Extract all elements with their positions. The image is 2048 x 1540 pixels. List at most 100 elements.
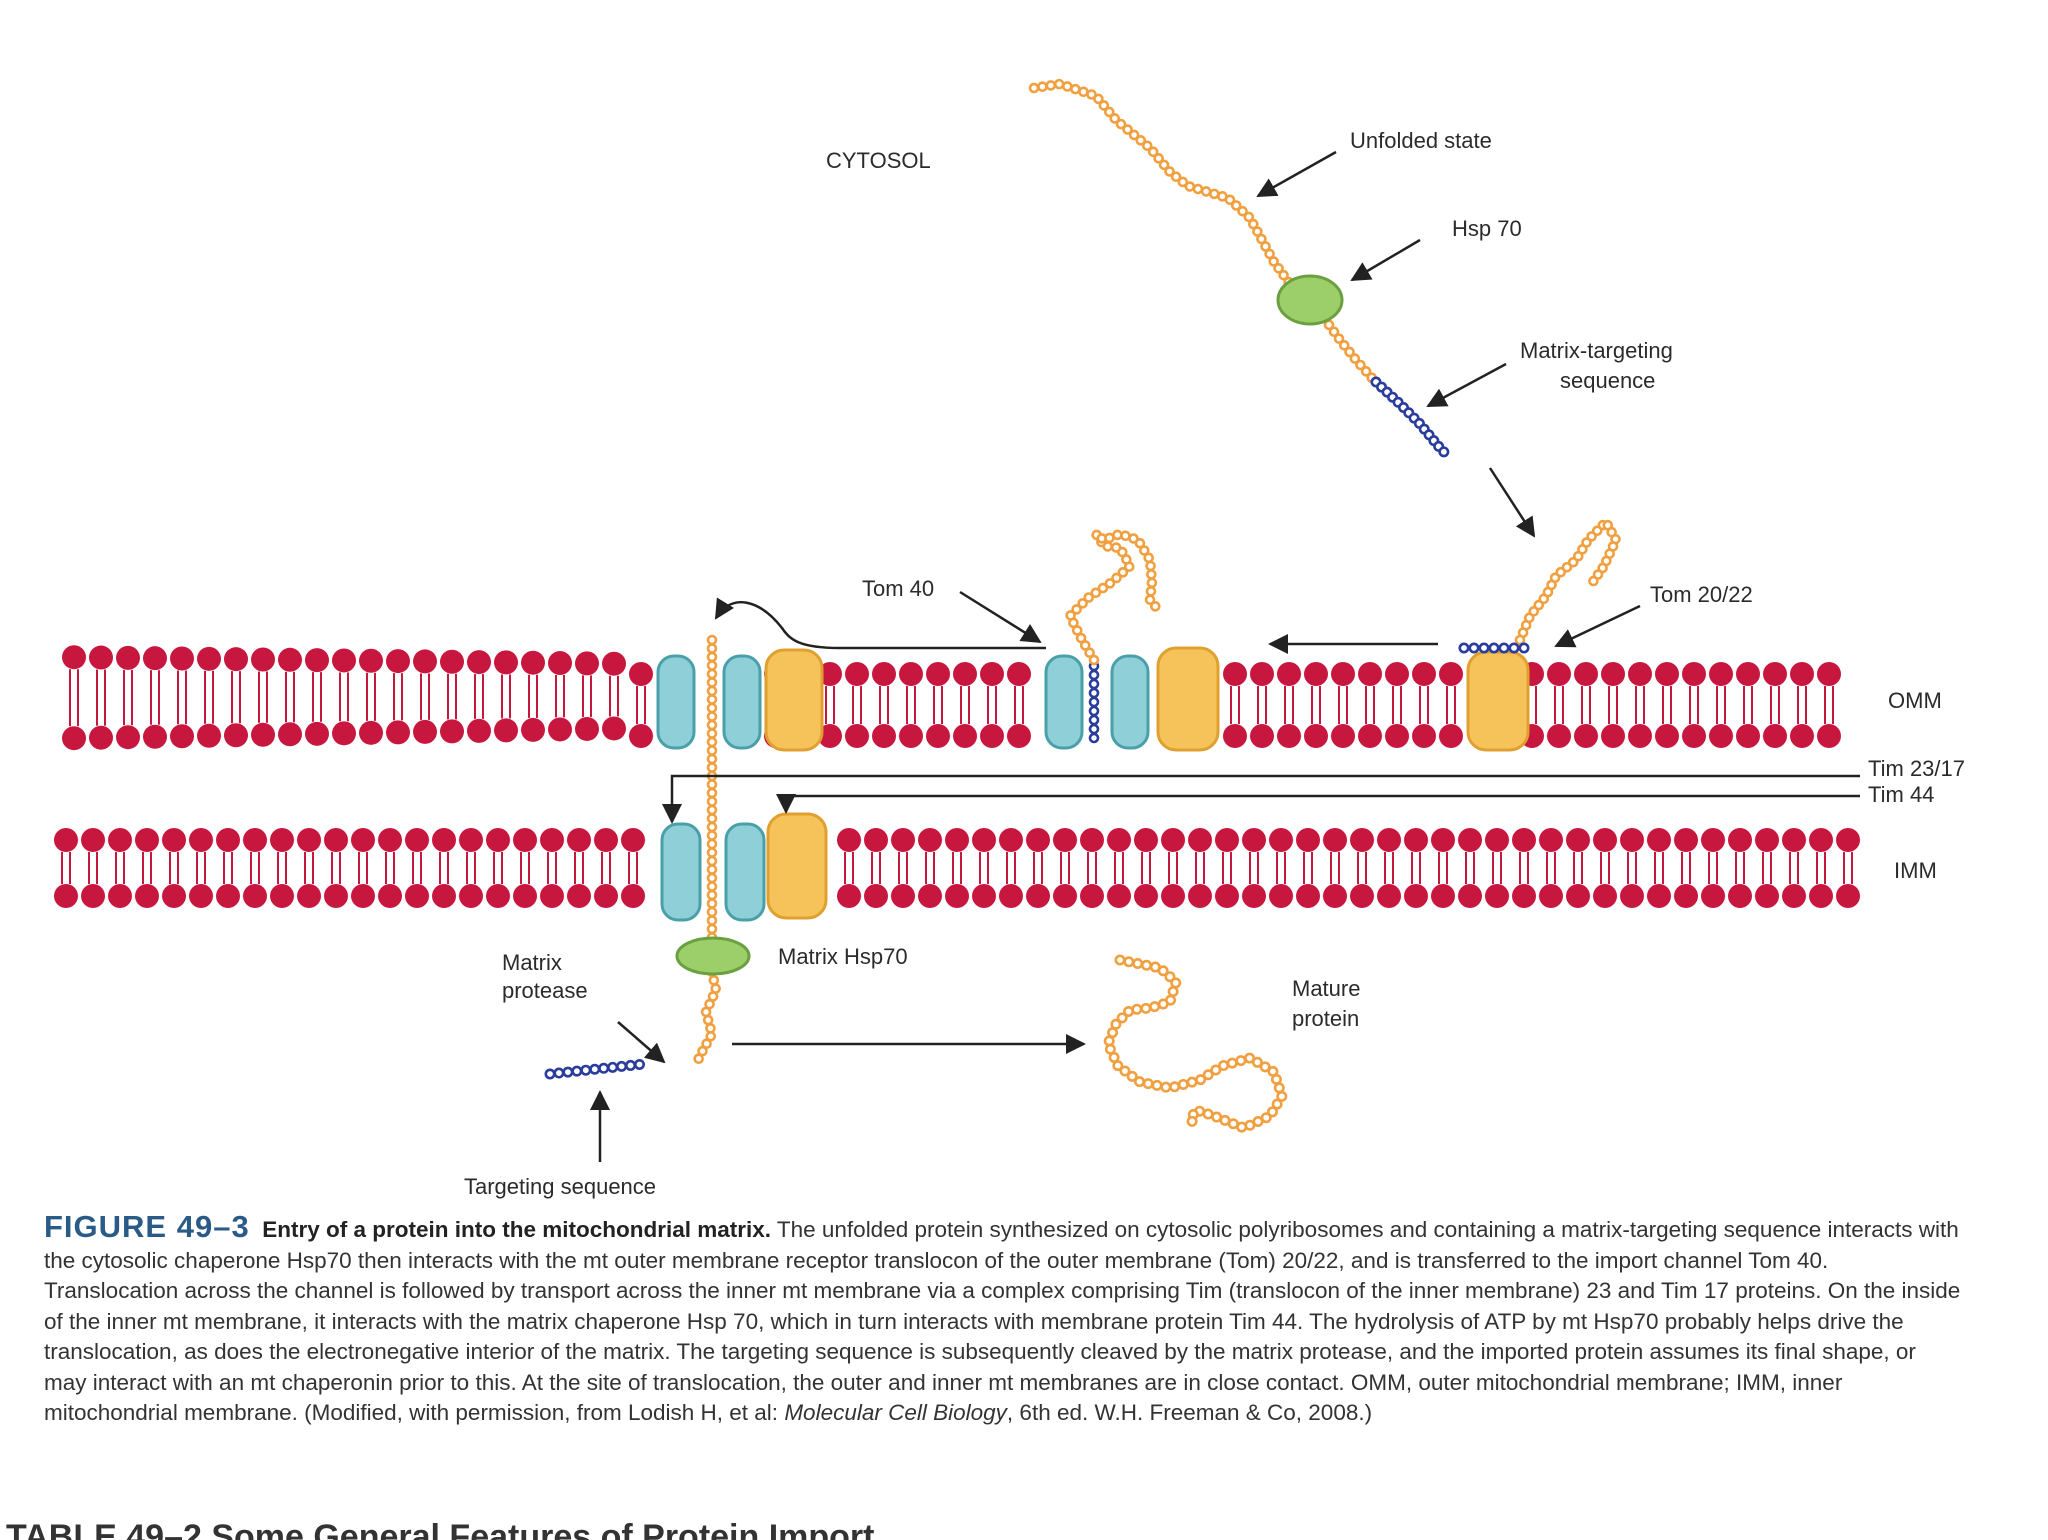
lipid-head	[980, 724, 1004, 748]
inner-membrane-bilayer	[54, 828, 1860, 908]
tim44-label: Tim 44	[1868, 782, 1934, 807]
lipid-head	[143, 724, 167, 749]
tom2022-label: Tom 20/22	[1650, 582, 1753, 607]
lipid-head	[1628, 724, 1652, 748]
matrix-targeting-label-line2: sequence	[1560, 368, 1655, 393]
lipid-head	[1439, 662, 1463, 686]
lipid-head	[359, 720, 383, 745]
lipid-head	[62, 726, 86, 751]
caption-body: The unfolded protein synthesized on cyto…	[44, 1217, 1961, 1425]
lipid-head	[1134, 828, 1158, 852]
lipid-head	[1485, 884, 1509, 908]
lipid-head	[305, 721, 329, 746]
lipid-head	[602, 651, 626, 676]
lipid-head	[1277, 724, 1301, 748]
lipid-head	[1188, 884, 1212, 908]
lipid-head	[1404, 828, 1428, 852]
lipid-head	[837, 884, 861, 908]
lipid-head	[602, 716, 626, 741]
lipid-head	[1763, 662, 1787, 686]
lipid-head	[926, 662, 950, 686]
table-heading-text: TABLE 49–2 Some General Features of Prot…	[6, 1518, 875, 1540]
lipid-head	[513, 884, 537, 908]
lipid-head	[1682, 662, 1706, 686]
lipid-head	[999, 884, 1023, 908]
lipid-head	[864, 828, 888, 852]
lipid-head	[845, 724, 869, 748]
mature-protein-label-line1: Mature	[1292, 976, 1360, 1001]
lipid-head	[440, 719, 464, 744]
matrix-protease-label-line2: protease	[502, 978, 588, 1003]
lipid-head	[1601, 724, 1625, 748]
lipid-head	[1412, 724, 1436, 748]
lipid-head	[216, 884, 240, 908]
targeting-seq-in-tom40	[1088, 660, 1100, 744]
tom40-channel-left	[656, 654, 762, 750]
lipid-head	[1620, 884, 1644, 908]
protein-chain-at-tom40	[1065, 529, 1161, 666]
lipid-head	[494, 650, 518, 675]
lipid-head	[1431, 884, 1455, 908]
lipid-head	[953, 662, 977, 686]
tom40-label: Tom 40	[862, 576, 934, 601]
matrix-hsp70-label: Matrix Hsp70	[778, 944, 908, 969]
lipid-head	[197, 723, 221, 748]
lipid-head	[891, 884, 915, 908]
lipid-head	[1755, 884, 1779, 908]
lipid-head	[405, 828, 429, 852]
lipid-head	[143, 646, 167, 671]
lipid-head	[1539, 884, 1563, 908]
lipid-head	[189, 828, 213, 852]
lipid-head	[1512, 828, 1536, 852]
protein-chain-through-membranes	[706, 634, 718, 952]
matrix-targeting-sequence	[1370, 376, 1450, 458]
lipid-head	[243, 884, 267, 908]
lipid-head	[845, 662, 869, 686]
lipid-head	[1080, 828, 1104, 852]
lipid-head	[89, 645, 113, 670]
lipid-head	[108, 828, 132, 852]
tim2317-label: Tim 23/17	[1868, 756, 1965, 781]
tom40-channel-middle	[1044, 654, 1150, 750]
lipid-head	[872, 724, 896, 748]
lipid-head	[440, 649, 464, 674]
lipid-head	[837, 828, 861, 852]
lipid-head	[135, 828, 159, 852]
lipid-head	[413, 719, 437, 744]
tom2022-receptor	[1466, 650, 1530, 752]
cytosolic-hsp70	[1276, 274, 1344, 326]
lipid-head	[243, 828, 267, 852]
lipid-head	[1836, 884, 1860, 908]
lipid-head	[1007, 662, 1031, 686]
lipid-head	[1026, 828, 1050, 852]
lipid-head	[953, 724, 977, 748]
lipid-head	[405, 884, 429, 908]
lipid-head	[162, 884, 186, 908]
lipid-head	[1809, 884, 1833, 908]
lipid-head	[1161, 828, 1185, 852]
lipid-head	[494, 718, 518, 743]
lipid-head	[432, 884, 456, 908]
lipid-head	[575, 651, 599, 676]
lipid-head	[116, 725, 140, 750]
lipid-head	[980, 662, 1004, 686]
lipid-head	[251, 647, 275, 672]
tim44-protein	[766, 812, 828, 920]
lipid-head	[197, 646, 221, 671]
lipid-head	[513, 828, 537, 852]
lipid-head	[81, 828, 105, 852]
lipid-head	[1790, 662, 1814, 686]
lipid-head	[386, 649, 410, 674]
lipid-head	[972, 828, 996, 852]
lipid-head	[899, 724, 923, 748]
lipid-head	[1304, 662, 1328, 686]
lipid-head	[297, 884, 321, 908]
lipid-head	[378, 828, 402, 852]
lipid-head	[1655, 724, 1679, 748]
lipid-head	[81, 884, 105, 908]
lipid-head	[1782, 884, 1806, 908]
lipid-head	[1566, 828, 1590, 852]
lipid-head	[1728, 828, 1752, 852]
lipid-head	[1331, 724, 1355, 748]
targeting-sequence-label: Targeting sequence	[464, 1174, 656, 1199]
